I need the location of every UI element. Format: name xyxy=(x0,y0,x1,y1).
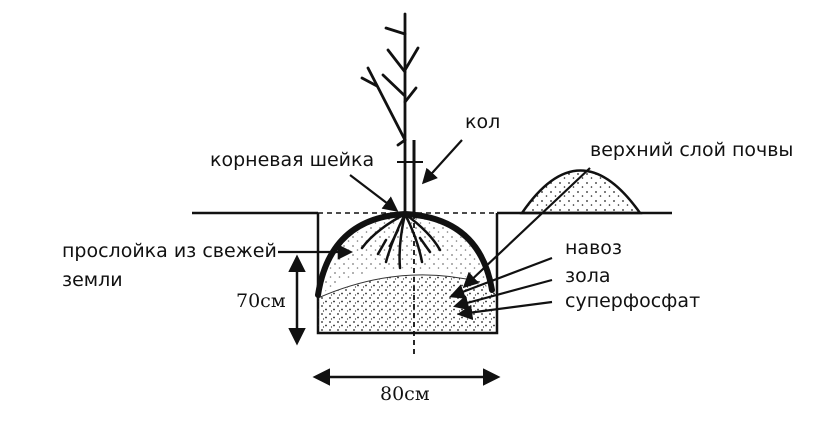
label-ash: зола xyxy=(565,265,611,287)
fertilizer-layer xyxy=(318,274,497,333)
label-manure: навоз xyxy=(565,237,622,259)
seedling xyxy=(360,12,420,216)
label-root-collar: корневая шейка xyxy=(210,149,374,171)
label-stake: кол xyxy=(465,111,500,133)
stake xyxy=(397,140,423,355)
label-depth: 70см xyxy=(236,290,286,312)
root-collar-arrow xyxy=(349,174,399,212)
label-fresh-soil-line1: прослойка из свежей xyxy=(62,240,277,262)
topsoil-mound xyxy=(519,169,643,215)
fresh-soil-dome xyxy=(322,216,490,295)
label-width: 80см xyxy=(380,383,430,405)
roots xyxy=(360,212,442,270)
ash-arrow xyxy=(453,278,553,311)
label-fresh-soil-line2: земли xyxy=(62,269,123,291)
stake-arrow xyxy=(421,139,463,185)
manure-arrow xyxy=(449,256,553,299)
superphosphate-arrow xyxy=(456,300,553,321)
label-topsoil: верхний слой почвы xyxy=(590,139,793,161)
label-superphosphate: суперфосфат xyxy=(565,290,700,312)
topsoil-arrow xyxy=(462,167,591,289)
